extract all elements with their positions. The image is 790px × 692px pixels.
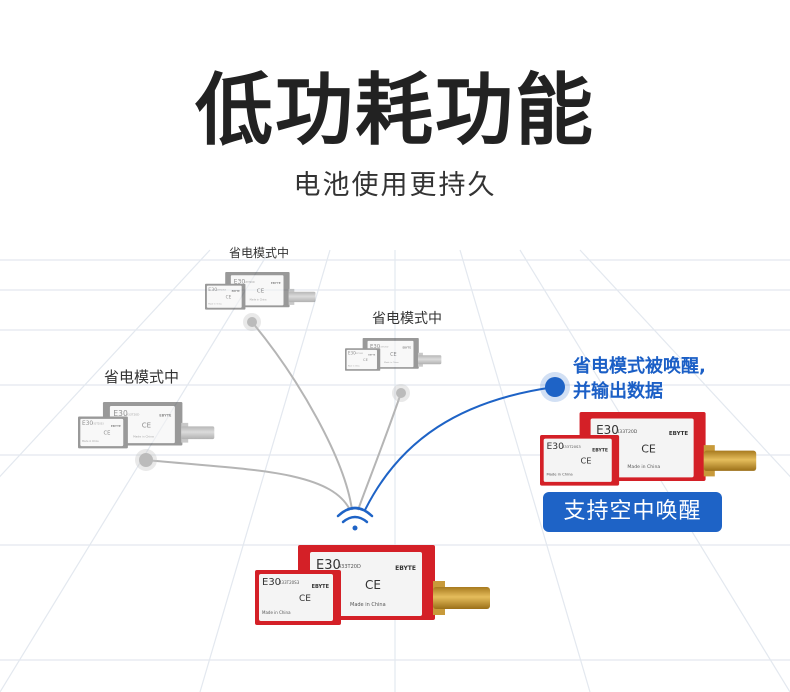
brand-logo: EBYTE — [110, 424, 121, 429]
module-board-small: E30 433T20S3 EBYTE CE Made in China — [345, 348, 381, 371]
made-in-text: Made in China — [82, 439, 99, 443]
connection-line-1 — [251, 321, 353, 511]
made-in-text: Made in China — [262, 610, 291, 615]
ce-mark: CE — [256, 287, 265, 295]
made-in-text: Made in China — [208, 302, 222, 305]
made-in-text: Made in China — [249, 298, 267, 302]
module-series: E30 — [233, 278, 246, 286]
ce-mark: CE — [390, 351, 397, 358]
connection-line-active — [364, 386, 556, 511]
brand-logo: EBYTE — [270, 281, 281, 285]
node-status-label: 省电模式中 — [229, 246, 290, 260]
module-series: E30 — [546, 441, 564, 452]
wake-line-1: 省电模式被唤醒, — [573, 356, 706, 377]
wifi-icon — [336, 506, 374, 531]
module-series: E30 — [82, 420, 94, 427]
page-title: 低功耗功能 — [194, 66, 595, 156]
antenna-connector-icon — [703, 450, 757, 471]
ce-mark: CE — [641, 442, 656, 456]
module-series: E30 — [316, 558, 341, 573]
ce-mark: CE — [363, 358, 368, 363]
module-model: 433T20D — [616, 429, 638, 435]
ce-mark: CE — [225, 295, 232, 300]
brand-logo: EBYTE — [668, 430, 689, 437]
module-board-small: E30 433T20S3 EBYTE CE Made in China — [540, 435, 620, 486]
active-node-dot — [545, 377, 565, 397]
node-dot — [396, 388, 406, 398]
connection-line-2 — [357, 392, 402, 511]
node-status-label: 省电模式中 — [104, 368, 180, 386]
module-model: 433T20D — [244, 280, 255, 284]
made-in-text: Made in China — [627, 464, 661, 470]
module-board-small: E30 433T20S3 EBYTE CE Made in China — [205, 283, 246, 310]
awake-module: E30 433T20D EBYTE CE Made in China E30 4… — [540, 412, 757, 486]
brand-logo: EBYTE — [368, 353, 376, 357]
module-board-small: E30 433T20S3 EBYTE CE Made in China — [78, 416, 128, 449]
antenna-connector-icon — [433, 587, 490, 609]
brand-logo: EBYTE — [311, 584, 329, 590]
brand-logo: EBYTE — [402, 346, 412, 350]
node-dot — [247, 317, 257, 327]
sleeping-module-1: E30 433T20D EBYTE CE Made in China E30 4… — [205, 272, 316, 310]
module-model: 433T20S3 — [91, 422, 104, 426]
ce-mark: CE — [103, 430, 111, 437]
antenna-connector-icon — [417, 355, 442, 365]
sleeping-module-3: E30 433T20D EBYTE CE Made in China E30 4… — [78, 402, 215, 449]
module-series: E30 — [596, 423, 619, 438]
brand-logo: EBYTE — [231, 290, 240, 294]
module-model: 433T20S3 — [354, 352, 364, 355]
connection-line-3 — [145, 459, 351, 511]
ce-mark: CE — [580, 457, 592, 467]
module-series: E30 — [113, 409, 128, 419]
module-model: 433T20S3 — [562, 444, 581, 449]
node-status-label: 省电模式中 — [372, 311, 442, 327]
ce-mark: CE — [299, 594, 311, 604]
made-in-text: Made in China — [133, 435, 154, 439]
module-model: 433T20D — [379, 345, 389, 349]
made-in-text: Made in China — [347, 364, 360, 367]
brand-logo: EBYTE — [159, 413, 172, 418]
module-board-small: E30 433T20S3 EBYTE CE Made in China — [255, 570, 341, 625]
module-series: E30 — [208, 287, 218, 293]
made-in-text: Made in China — [383, 361, 399, 364]
ce-mark: CE — [365, 578, 381, 592]
ce-mark: CE — [141, 421, 152, 430]
wake-description: 省电模式被唤醒, 并输出数据 — [573, 354, 706, 404]
brand-logo: EBYTE — [395, 565, 416, 572]
sleeping-module-2: E30 433T20D EBYTE CE Made in China E30 4… — [345, 338, 442, 371]
brand-logo: EBYTE — [592, 447, 609, 454]
page-subtitle: 电池使用更持久 — [293, 170, 497, 201]
made-in-text: Made in China — [546, 471, 573, 477]
module-series: E30 — [370, 343, 381, 350]
module-series: E30 — [347, 351, 356, 356]
made-in-text: Made in China — [350, 602, 386, 608]
air-wakeup-badge: 支持空中唤醒 — [543, 492, 722, 532]
antenna-connector-icon — [288, 291, 316, 303]
antenna-connector-icon — [181, 426, 215, 440]
module-series: E30 — [262, 577, 282, 588]
node-dot — [139, 453, 153, 467]
module-model: 433T20S3 — [216, 288, 226, 291]
main-transmitter-module: E30 433T20D EBYTE CE Made in China E30 4… — [255, 545, 490, 625]
module-model: 433T20S3 — [279, 580, 300, 585]
wake-line-2: 并输出数据 — [573, 381, 663, 402]
module-model: 433T20D — [338, 564, 361, 570]
module-model: 433T20D — [126, 413, 140, 417]
